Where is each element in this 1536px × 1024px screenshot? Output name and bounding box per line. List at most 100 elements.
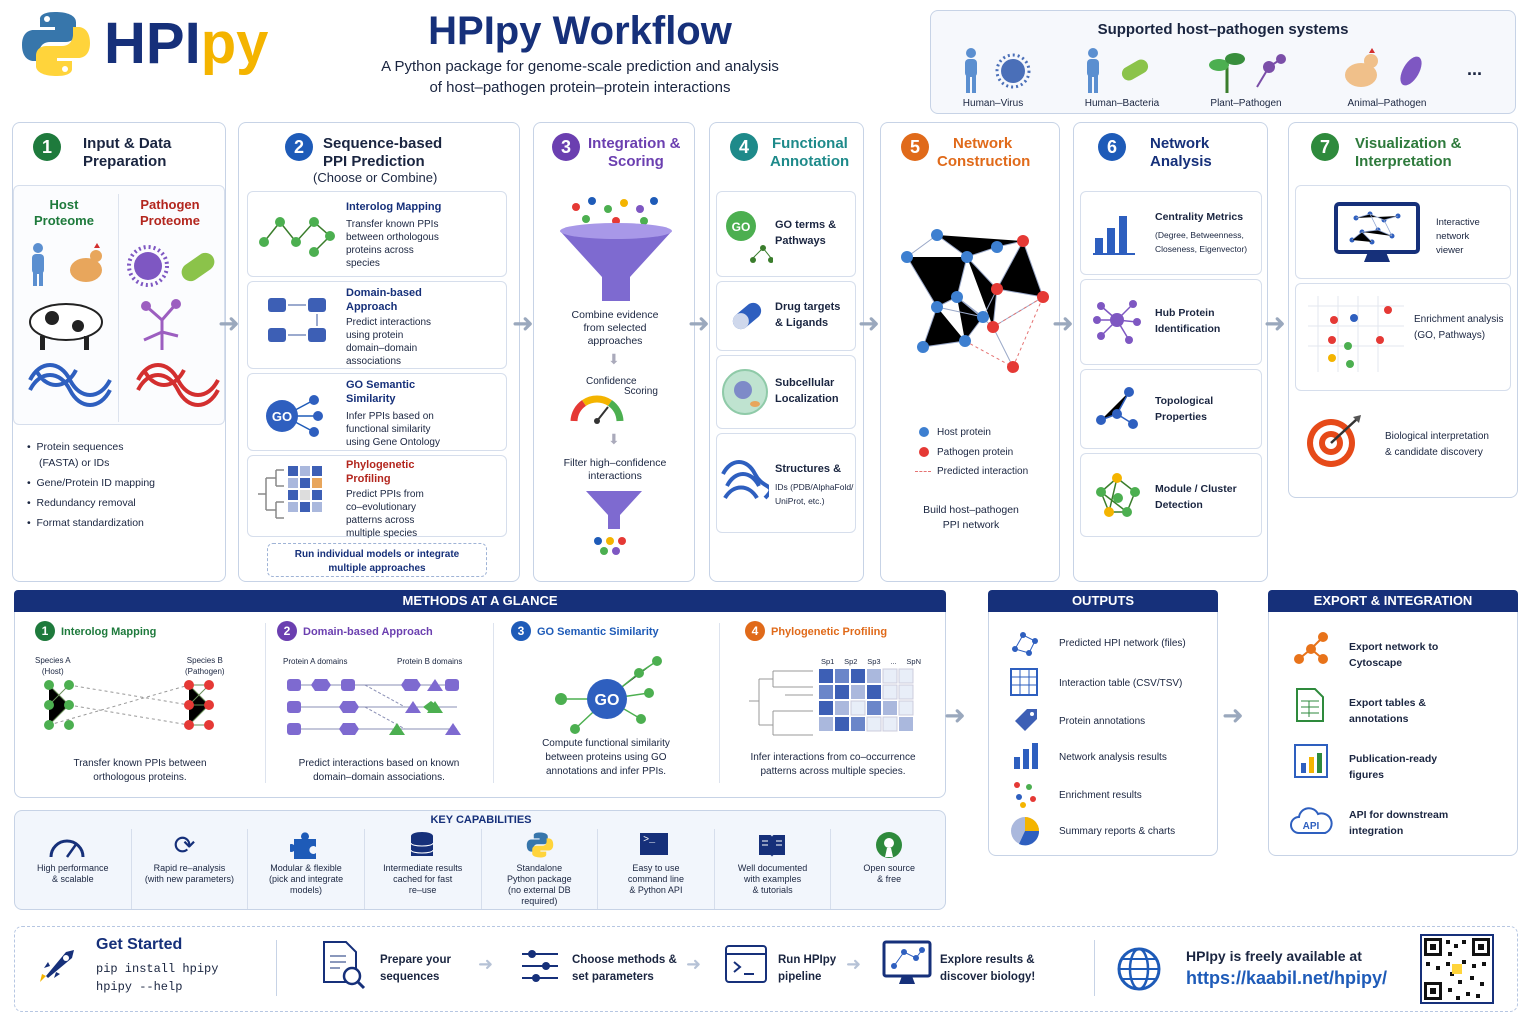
methods-div-2 bbox=[493, 623, 494, 783]
domain-title-2: Approach bbox=[346, 301, 398, 313]
footer-arrow-2: ➜ bbox=[686, 954, 702, 974]
get-started-title: Get Started bbox=[96, 936, 183, 953]
pathogen-organisms-icon bbox=[126, 240, 222, 415]
analysis-centrality[interactable]: Centrality Metrics (Degree, Betweenness,… bbox=[1080, 191, 1262, 275]
export-header: EXPORT & INTEGRATION bbox=[1268, 590, 1518, 612]
annot-drug[interactable]: Drug targets& Ligands bbox=[716, 281, 856, 351]
run-models-2: multiple approaches bbox=[328, 563, 426, 574]
step5-title-2: Construction bbox=[937, 153, 1031, 170]
out-network-icon bbox=[1009, 627, 1041, 662]
page-subtitle-2: of host–pathogen protein–protein interac… bbox=[429, 79, 731, 96]
m2-la: Protein A domains bbox=[283, 657, 348, 666]
method-domain[interactable]: Domain-based Approach Predict interactio… bbox=[247, 281, 507, 369]
method-go[interactable]: GO GO Semantic Similarity Infer PPIs bas… bbox=[247, 373, 507, 451]
export-2: Export tables &annotations bbox=[1349, 697, 1427, 725]
cap-reanalysis: ⟳ Rapid re–analysis(with new parameters) bbox=[132, 829, 249, 909]
step5-number: 5 bbox=[901, 133, 929, 161]
domain-diagram bbox=[285, 677, 475, 742]
footer-div-1 bbox=[276, 940, 277, 996]
project-url[interactable]: https://kaabil.net/hpipy/ bbox=[1186, 968, 1388, 988]
phylo-title-1: Phylogenetic bbox=[346, 459, 415, 471]
legend-pathogen-dot bbox=[919, 447, 929, 457]
speedometer-icon bbox=[47, 831, 87, 866]
go-similarity-diagram: GO bbox=[535, 653, 675, 744]
host-organisms-icon bbox=[22, 240, 112, 415]
logo-hpi: HPI bbox=[104, 11, 201, 76]
arrow-4-5: ➜ bbox=[858, 308, 880, 338]
annot-go[interactable]: GO GO terms &Pathways bbox=[716, 191, 856, 277]
funnel-icon bbox=[556, 197, 676, 312]
small-funnel-icon bbox=[584, 489, 644, 564]
python-logo-icon bbox=[20, 10, 92, 78]
hub-icon bbox=[1093, 296, 1143, 351]
go-pathway-icon: GO bbox=[723, 208, 774, 273]
annot-struct-small: IDs (PDB/AlphaFold/UniProt, etc.) bbox=[775, 482, 854, 506]
refresh-icon: ⟳ bbox=[173, 830, 196, 860]
viz-enrich[interactable]: Enrichment analysis(GO, Pathways) bbox=[1295, 283, 1511, 391]
enrichment-plot-icon bbox=[1308, 296, 1408, 381]
step4-title-1: Functional bbox=[772, 135, 848, 152]
cell-icon bbox=[721, 366, 771, 423]
annot-structure[interactable]: Structures & IDs (PDB/AlphaFold/UniProt,… bbox=[716, 433, 856, 533]
m4-number: 4 bbox=[745, 621, 765, 641]
capabilities-row: High performance& scalable ⟳ Rapid re–an… bbox=[15, 829, 947, 909]
m1-number: 1 bbox=[35, 621, 55, 641]
sliders-icon bbox=[520, 946, 560, 991]
methods-div-3 bbox=[719, 623, 720, 783]
step3-number: 3 bbox=[552, 133, 580, 161]
pathogen-label-1: Pathogen bbox=[140, 197, 200, 212]
phylo-title-2: Profiling bbox=[346, 473, 391, 485]
step7-title-2: Interpretation bbox=[1355, 153, 1452, 170]
page-subtitle-1: A Python package for genome-scale predic… bbox=[381, 58, 779, 75]
supported-systems-panel: Supported host–pathogen systems ... Huma… bbox=[930, 10, 1516, 114]
cap-opensource: Open source& free bbox=[831, 829, 947, 909]
network-graph bbox=[897, 217, 1057, 392]
fstep-2: Choose methods &set parameters bbox=[572, 954, 677, 983]
step6-title-1: Network bbox=[1150, 135, 1210, 152]
qr-code[interactable] bbox=[1420, 934, 1494, 1004]
step2-card: 2 Sequence-based PPI Prediction (Choose … bbox=[238, 122, 520, 582]
arrow-3-4: ➜ bbox=[688, 308, 710, 338]
sp2: Sp2 bbox=[844, 657, 858, 666]
step5-title-1: Network bbox=[953, 135, 1013, 152]
step6-card: 6 Network Analysis Centrality Metrics (D… bbox=[1073, 122, 1268, 582]
down-arrow-1: ⬇ bbox=[608, 351, 620, 367]
run-models-1: Run individual models or integrate bbox=[294, 549, 460, 560]
outputs-header: OUTPUTS bbox=[988, 590, 1218, 612]
sp-dots: ... bbox=[890, 657, 897, 666]
python-small-icon bbox=[526, 831, 554, 864]
document-search-icon bbox=[322, 940, 368, 995]
step6-number: 6 bbox=[1098, 133, 1126, 161]
method-phylo[interactable]: Phylogenetic Profiling Predict PPIs from… bbox=[247, 455, 507, 539]
enrich-dots-icon bbox=[1011, 779, 1041, 814]
systems-title: Supported host–pathogen systems bbox=[1097, 21, 1349, 38]
cmd-help: hpipy --help bbox=[96, 980, 183, 994]
annot-drug-label: Drug targets& Ligands bbox=[775, 301, 841, 329]
interolog-diagram bbox=[39, 679, 219, 742]
step1-number: 1 bbox=[33, 133, 61, 161]
outputs-panel: OUTPUTS Predicted HPI network (files) In… bbox=[988, 590, 1218, 856]
out-1: Predicted HPI network (files) bbox=[1059, 638, 1186, 649]
step3-title-2: Scoring bbox=[608, 153, 664, 170]
confidence-2: Scoring bbox=[624, 386, 658, 397]
capabilities-panel: KEY CAPABILITIES High performance& scala… bbox=[14, 810, 946, 910]
target-icon bbox=[1305, 413, 1365, 474]
